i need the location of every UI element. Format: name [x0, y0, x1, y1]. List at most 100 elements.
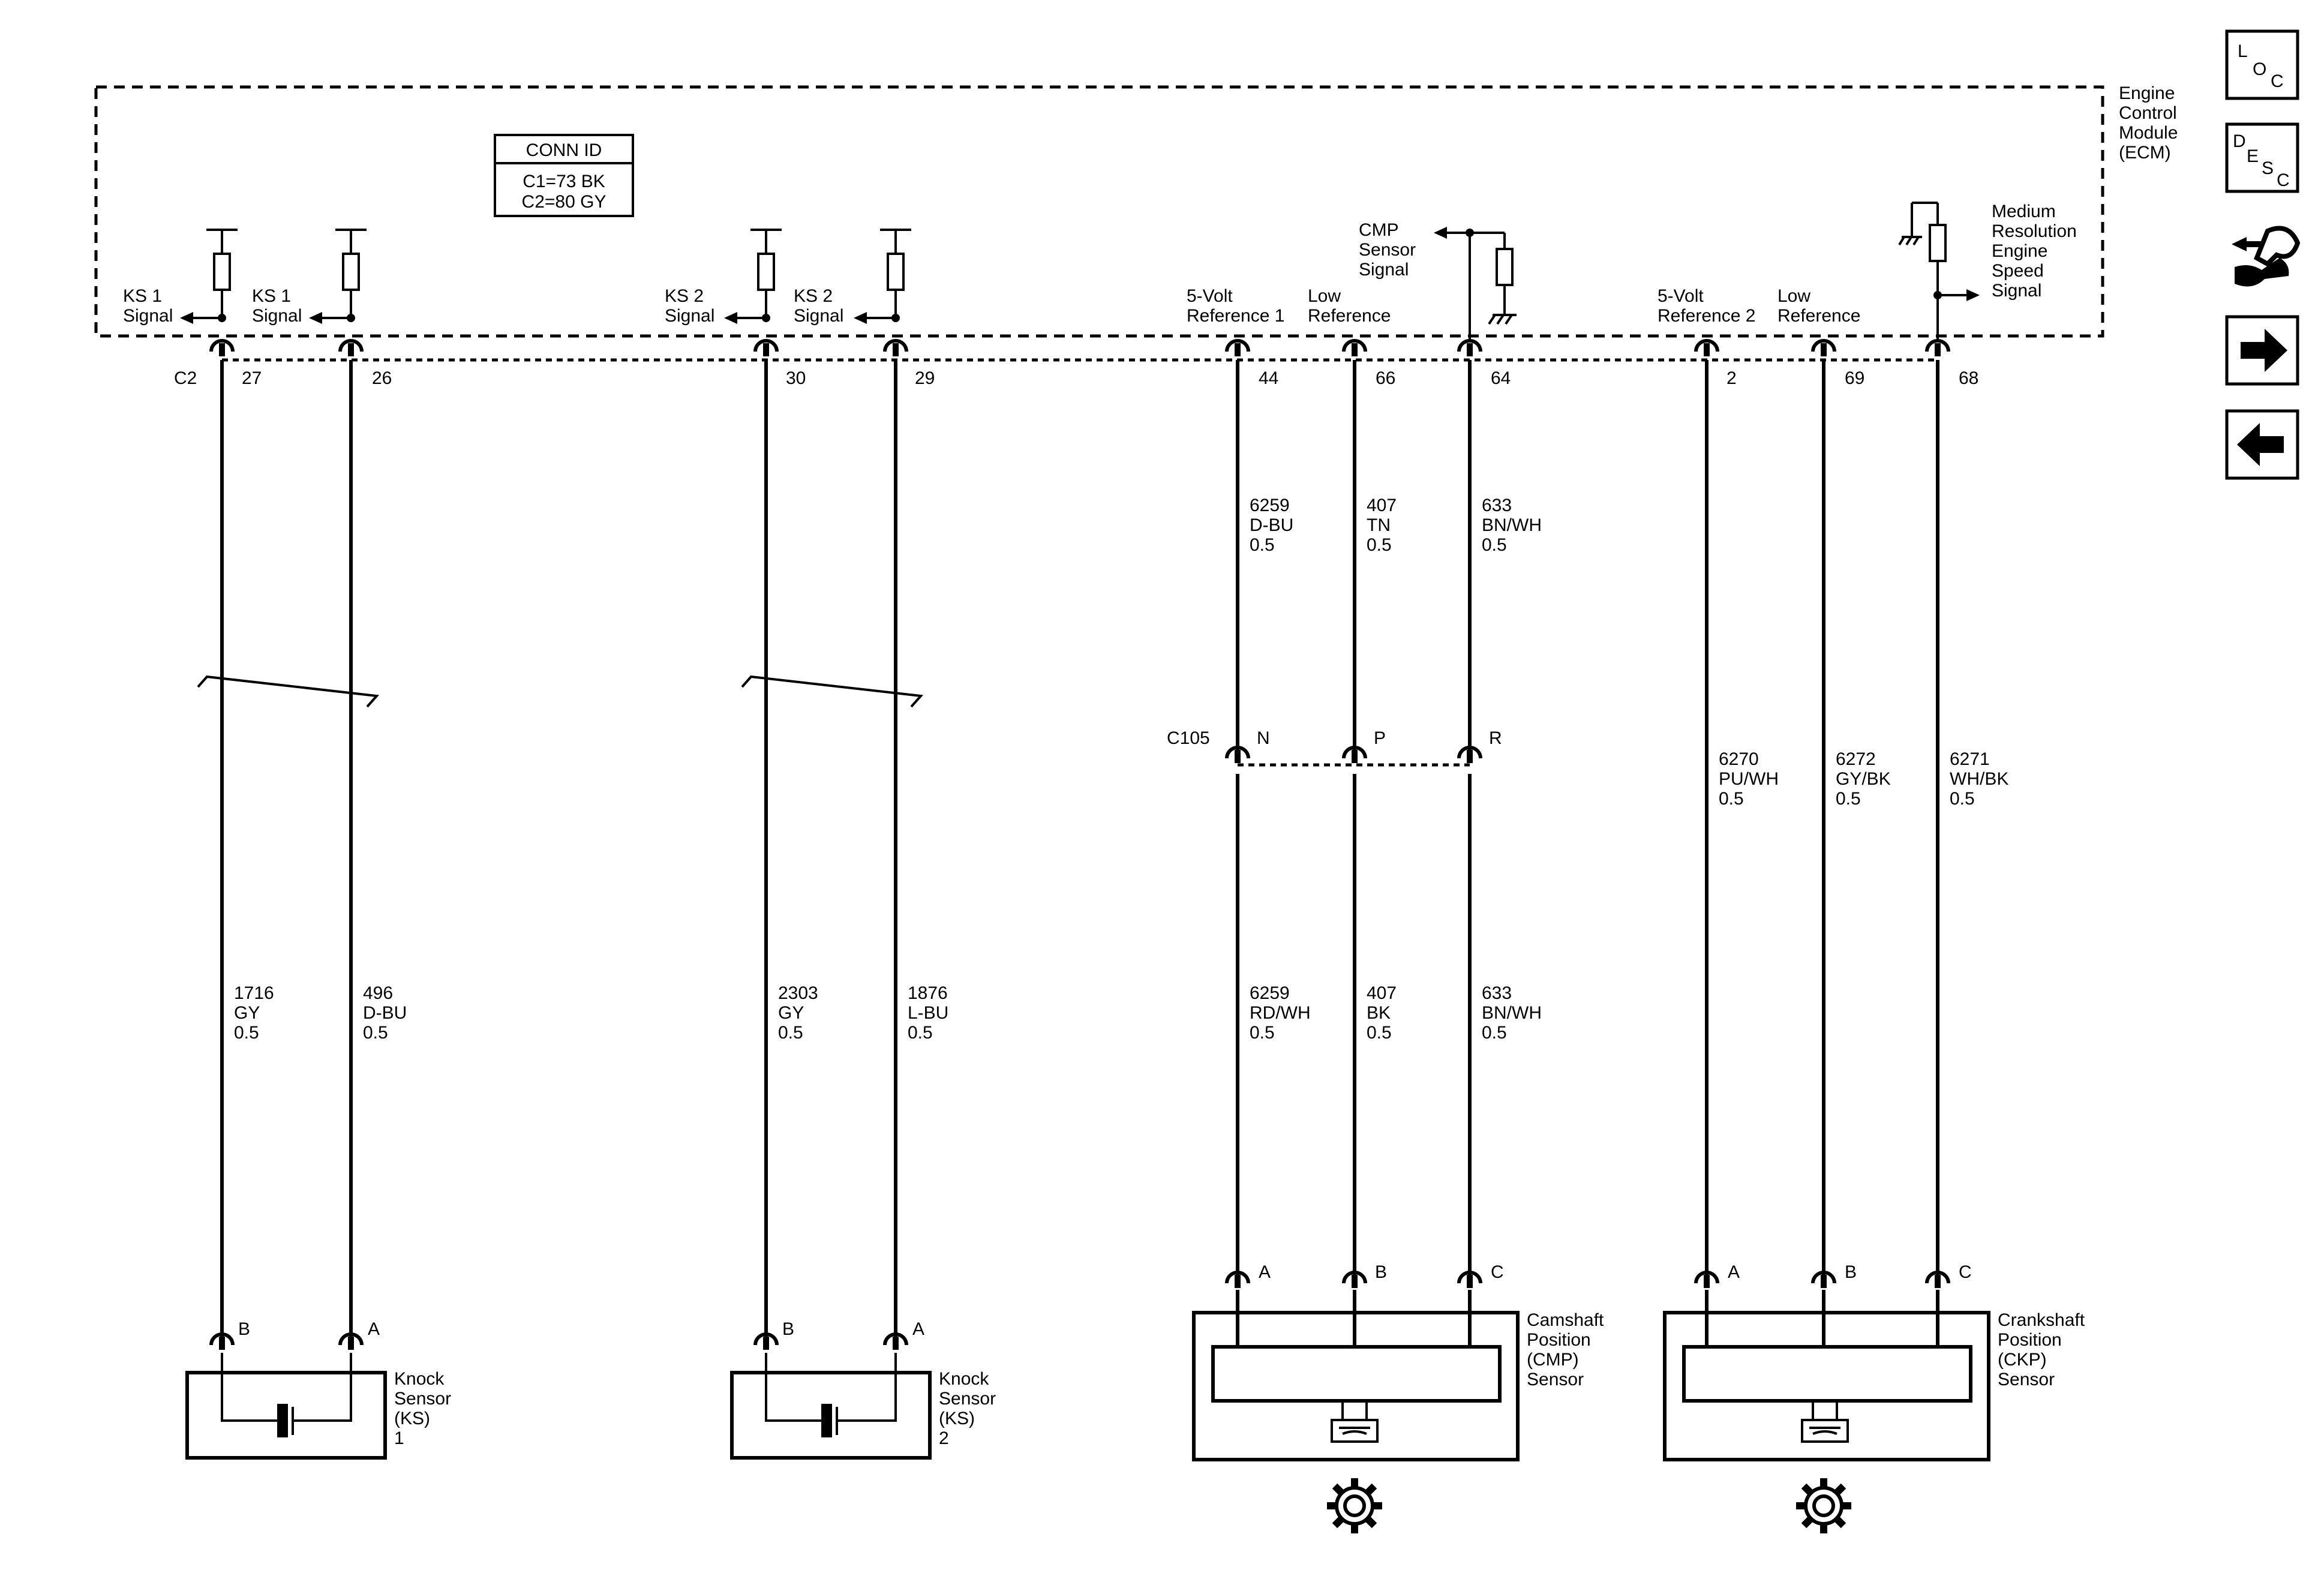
svg-text:C105: C105 — [1167, 728, 1210, 748]
next-arrow-button[interactable] — [2225, 315, 2299, 386]
svg-text:0.5: 0.5 — [908, 1023, 933, 1043]
svg-text:(KS): (KS) — [939, 1409, 975, 1428]
svg-text:BN/WH: BN/WH — [1482, 1003, 1542, 1023]
svg-text:Reference: Reference — [1777, 306, 1860, 326]
svg-text:B: B — [1845, 1262, 1857, 1282]
svg-text:KS 1: KS 1 — [123, 286, 162, 306]
svg-text:L-BU: L-BU — [908, 1003, 948, 1023]
svg-text:Signal: Signal — [794, 306, 843, 326]
svg-text:KS 1: KS 1 — [252, 286, 291, 306]
svg-text:Sensor: Sensor — [1359, 240, 1416, 260]
svg-text:0.5: 0.5 — [1250, 535, 1275, 555]
cmp-signal-pullup — [1434, 227, 1517, 342]
svg-text:29: 29 — [915, 368, 935, 388]
svg-text:N: N — [1257, 728, 1270, 748]
svg-text:Signal: Signal — [665, 306, 714, 326]
ks2-signal-pullup-a — [749, 229, 783, 321]
svg-text:44: 44 — [1259, 368, 1278, 388]
cmp-gear-icon — [1327, 1478, 1382, 1533]
svg-text:496: 496 — [363, 983, 393, 1003]
knock-sensor-1: B A Knock Sensor (KS) 1 — [185, 1319, 451, 1460]
ks2-signal-pullup-b — [879, 229, 912, 321]
svg-text:0.5: 0.5 — [778, 1023, 803, 1043]
svg-text:0.5: 0.5 — [1482, 1023, 1507, 1043]
svg-text:(ECM): (ECM) — [2119, 143, 2171, 163]
svg-text:27: 27 — [242, 368, 262, 388]
ks-signal-arrows — [180, 312, 900, 324]
svg-text:Camshaft: Camshaft — [1527, 1310, 1604, 1330]
svg-text:Engine: Engine — [1992, 241, 2047, 261]
ecm-pin-numbers: 27 26 30 29 44 66 64 2 69 68 — [242, 368, 1978, 388]
svg-text:D-BU: D-BU — [1250, 515, 1293, 535]
svg-text:TN: TN — [1367, 515, 1391, 535]
svg-text:L: L — [2238, 41, 2248, 61]
svg-text:B: B — [782, 1319, 794, 1339]
svg-text:Speed: Speed — [1992, 261, 2044, 281]
svg-text:0.5: 0.5 — [1836, 789, 1861, 809]
camshaft-position-sensor: A B C Camshaft Position (CMP) Sensor — [1192, 1262, 1604, 1461]
previous-arrow-button[interactable] — [2225, 409, 2299, 480]
svg-text:KS 2: KS 2 — [665, 286, 704, 306]
svg-text:Module: Module — [2119, 123, 2178, 143]
next-arrow-icon — [2241, 329, 2287, 372]
svg-text:Engine: Engine — [2119, 83, 2175, 103]
svg-text:Resolution: Resolution — [1992, 221, 2077, 241]
wire-labels-lower: 1716 GY 0.5 496 D-BU 0.5 2303 GY 0.5 187… — [234, 749, 2008, 1043]
svg-text:PU/WH: PU/WH — [1719, 769, 1779, 789]
svg-text:C2=80 GY: C2=80 GY — [522, 192, 606, 212]
svg-text:BK: BK — [1367, 1003, 1391, 1023]
conn-id-table: CONN ID C1=73 BK C2=80 GY — [494, 134, 634, 217]
svg-text:Position: Position — [1998, 1330, 2062, 1350]
svg-text:BN/WH: BN/WH — [1482, 515, 1542, 535]
crankshaft-position-sensor: A B C Crankshaft Position (CKP) Sensor — [1663, 1262, 2085, 1461]
svg-text:GY/BK: GY/BK — [1836, 769, 1891, 789]
ecm-connector-id: C2 — [174, 368, 197, 388]
svg-text:5-Volt: 5-Volt — [1187, 286, 1233, 306]
location-button[interactable]: L O C — [2225, 29, 2299, 100]
svg-text:S: S — [2262, 158, 2274, 178]
svg-text:633: 633 — [1482, 496, 1512, 515]
svg-text:6259: 6259 — [1250, 983, 1290, 1003]
svg-text:0.5: 0.5 — [363, 1023, 388, 1043]
svg-text:A: A — [368, 1319, 380, 1339]
svg-text:C: C — [2277, 170, 2290, 190]
svg-text:Low: Low — [1308, 286, 1341, 306]
svg-text:Knock: Knock — [394, 1369, 445, 1389]
previous-arrow-icon — [2237, 423, 2284, 466]
wires — [220, 360, 1939, 1347]
svg-text:Reference: Reference — [1308, 306, 1391, 326]
svg-text:1: 1 — [394, 1428, 404, 1448]
svg-text:Reference 2: Reference 2 — [1658, 306, 1755, 326]
svg-text:30: 30 — [786, 368, 806, 388]
svg-text:6272: 6272 — [1836, 749, 1876, 769]
ecm-module-label: Engine Control Module (ECM) — [2119, 83, 2178, 163]
knock-sensor-2: B A Knock Sensor (KS) 2 — [730, 1319, 996, 1460]
description-button[interactable]: D E S C — [2225, 122, 2299, 193]
inline-connector-c105: C105 N P R — [1167, 728, 1502, 767]
connector-tool-icon[interactable] — [2232, 226, 2301, 287]
svg-text:Sensor: Sensor — [939, 1389, 996, 1409]
svg-text:1876: 1876 — [908, 983, 948, 1003]
svg-text:2: 2 — [1727, 368, 1737, 388]
svg-text:Reference 1: Reference 1 — [1187, 306, 1284, 326]
svg-text:69: 69 — [1845, 368, 1864, 388]
svg-text:(KS): (KS) — [394, 1409, 430, 1428]
svg-text:Sensor: Sensor — [1527, 1370, 1584, 1389]
svg-text:E: E — [2247, 146, 2259, 166]
svg-text:A: A — [1728, 1262, 1740, 1282]
svg-text:(CKP): (CKP) — [1998, 1350, 2047, 1370]
svg-text:C: C — [1491, 1262, 1504, 1282]
svg-text:407: 407 — [1367, 983, 1397, 1003]
svg-text:C1=73 BK: C1=73 BK — [523, 172, 605, 191]
svg-text:Position: Position — [1527, 1330, 1591, 1350]
ecm-module-box — [94, 85, 2104, 338]
svg-text:0.5: 0.5 — [1367, 535, 1392, 555]
ks1-signal-pullup-b — [334, 229, 368, 321]
svg-text:407: 407 — [1367, 496, 1397, 515]
mres-signal-pullup — [1898, 202, 1980, 342]
svg-text:RD/WH: RD/WH — [1250, 1003, 1311, 1023]
svg-text:0.5: 0.5 — [1250, 1023, 1275, 1043]
svg-text:6259: 6259 — [1250, 496, 1290, 515]
svg-text:0.5: 0.5 — [1719, 789, 1744, 809]
svg-text:D: D — [2233, 131, 2246, 151]
